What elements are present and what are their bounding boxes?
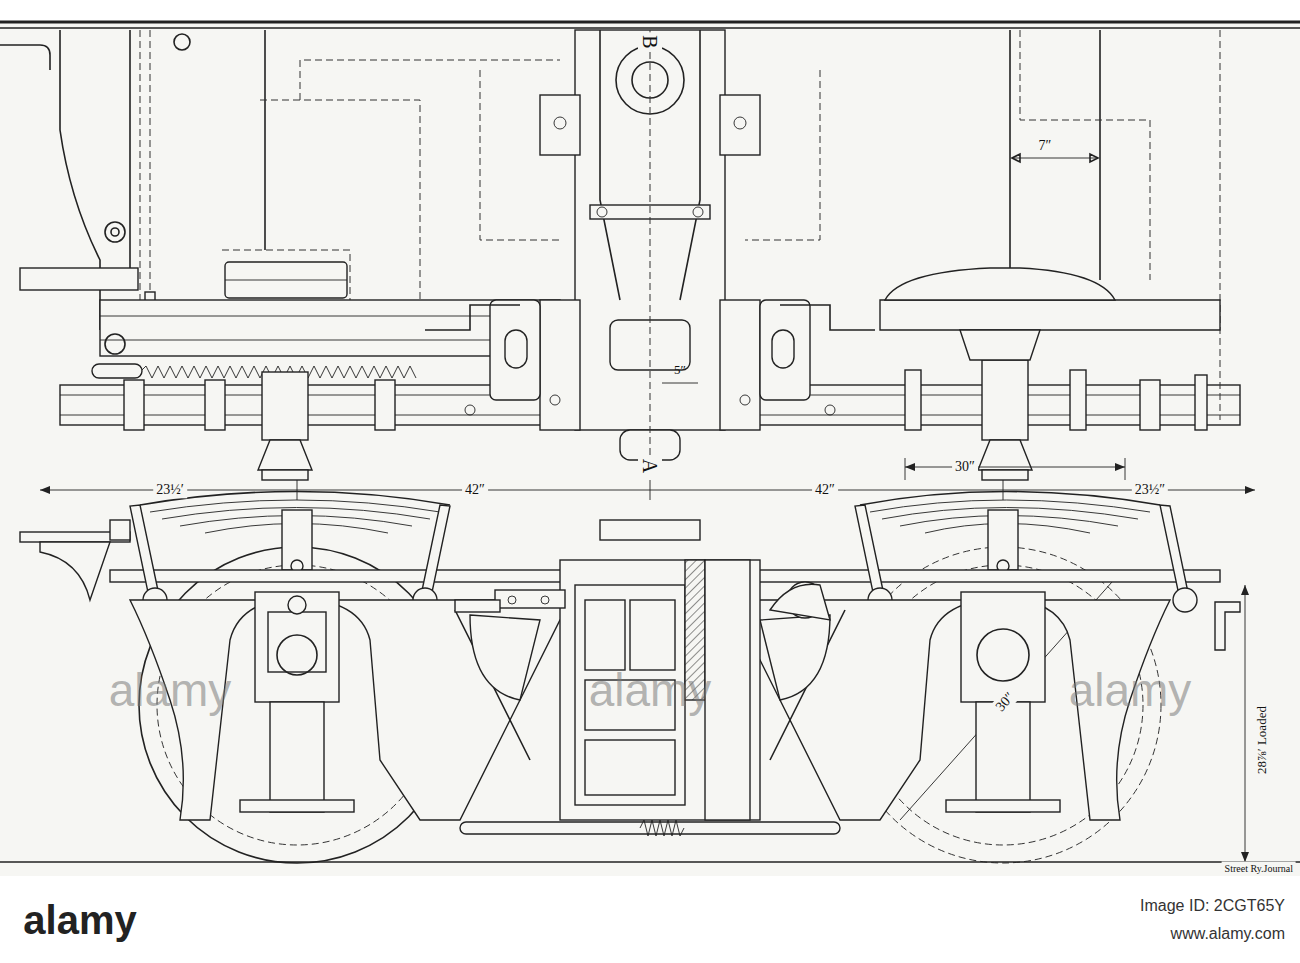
image-id: Image ID: 2CGT65Y — [1140, 897, 1285, 915]
watermark-url: www.alamy.com — [1171, 925, 1285, 943]
watermark: alamy — [589, 665, 712, 716]
dimension: 42″ — [462, 481, 488, 498]
dimension: 30″ — [990, 687, 1020, 718]
dimension: 7″ — [1039, 138, 1052, 153]
dimension: 30″ — [952, 458, 978, 475]
dimension: 5″ — [674, 363, 686, 377]
plan-view — [0, 30, 1240, 480]
credit-note: Street Ry.Journal — [1222, 862, 1296, 875]
section-letter: B — [638, 32, 662, 51]
dimension: 28⅞′ Loaded — [1254, 703, 1270, 777]
watermark: alamy — [1069, 665, 1192, 716]
watermark-bar — [0, 876, 1300, 963]
dimension: 23½″ — [1132, 481, 1168, 498]
dimension: 23½′ — [153, 481, 187, 498]
watermark: alamy — [109, 665, 232, 716]
section-letter: A — [638, 456, 662, 476]
top-margin — [0, 0, 1300, 22]
dimension: 42″ — [812, 481, 838, 498]
dimension-lines — [40, 458, 1255, 862]
watermark-logo: alamy — [23, 898, 136, 942]
side-elevation — [0, 492, 1300, 864]
